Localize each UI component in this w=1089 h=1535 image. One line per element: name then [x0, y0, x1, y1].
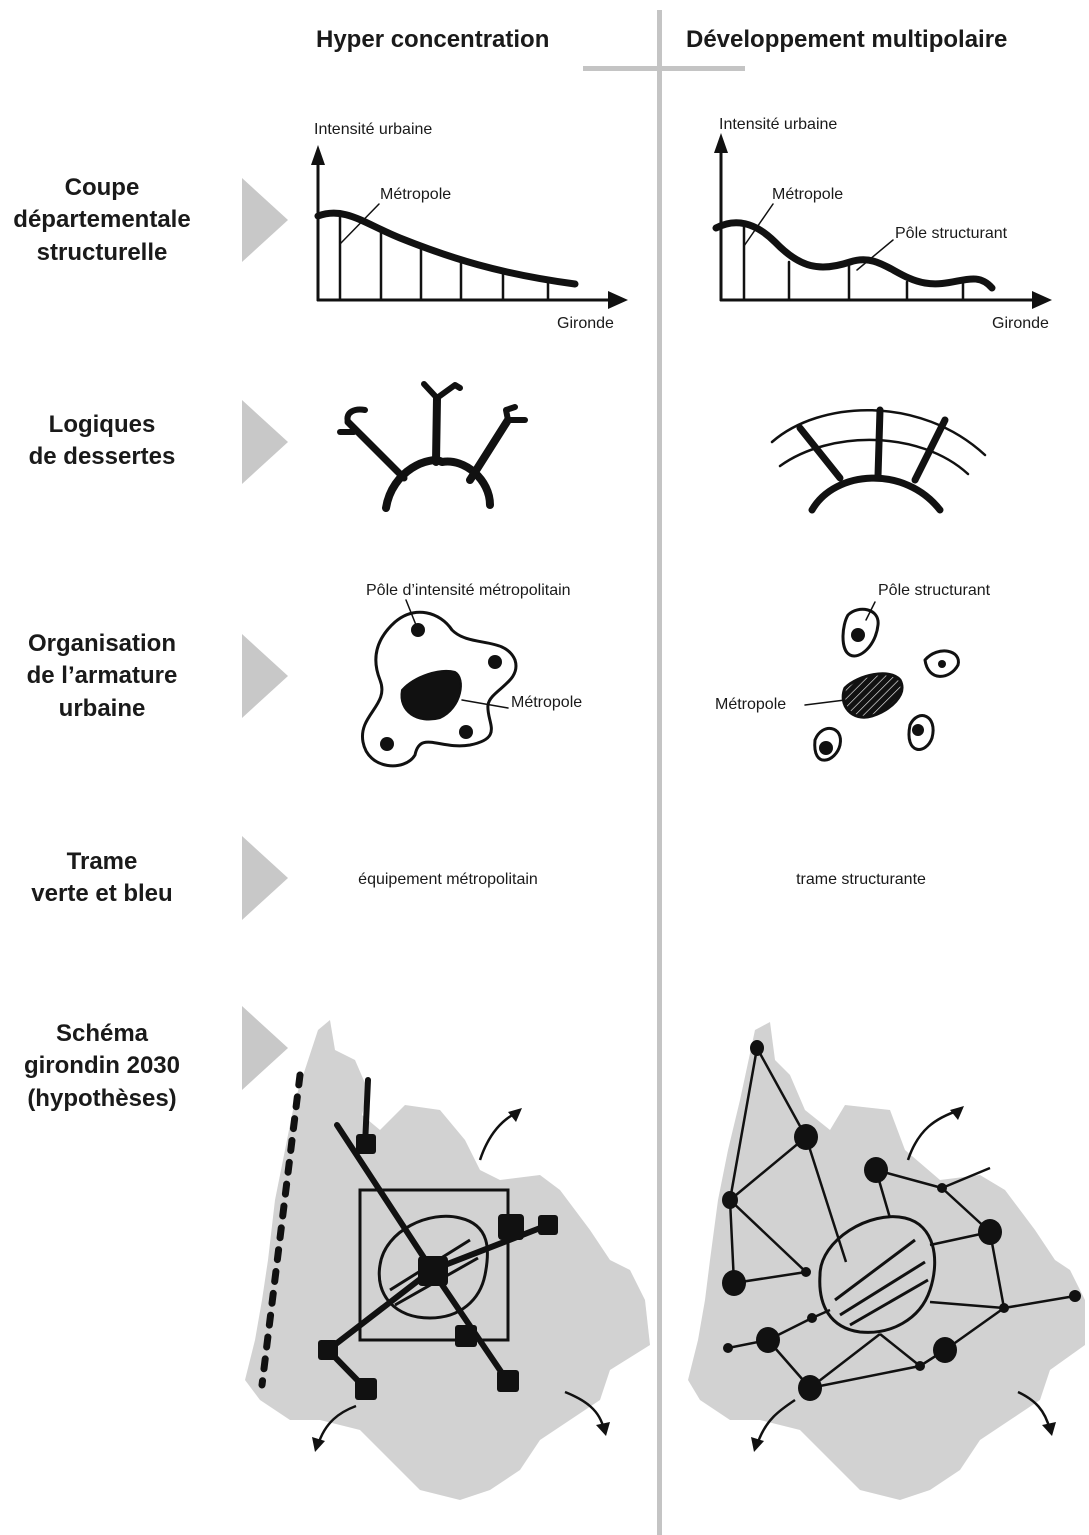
row-label-line: verte et bleu: [31, 880, 173, 908]
row-label-line: départementale: [13, 206, 191, 234]
row-label-coupe: Coupe départementale structurelle: [0, 172, 204, 269]
row-arrow-icon: [242, 1006, 288, 1090]
column-title-right: Développement multipolaire: [686, 26, 1008, 53]
row-label-line: de dessertes: [28, 443, 176, 471]
row-label-line: Schéma: [55, 1020, 149, 1047]
title-underline: [583, 66, 745, 71]
row-arrow-icon: [242, 836, 288, 920]
row-arrow-icon: [242, 178, 288, 262]
row-label-line: urbaine: [58, 694, 146, 722]
trame-right-label: trame structurante: [796, 871, 926, 888]
row-label-line: structurelle: [36, 238, 168, 266]
armature-left-pole-label: Pôle d’intensité métropolitain: [366, 582, 571, 599]
row-label-line: Logiques: [48, 411, 156, 438]
row-label-line: de l’armature: [26, 662, 178, 690]
coupe-right-yaxis-label: Intensité urbaine: [719, 116, 838, 133]
coupe-left-annotation: Métropole: [380, 186, 452, 203]
row-label-line: (hypothèses): [27, 1084, 177, 1112]
row-label-line: Organisation: [27, 630, 177, 657]
row-arrow-icon: [242, 634, 288, 718]
row-label-armature: Organisation de l’armature urbaine: [0, 628, 204, 725]
coupe-right-annotation-pole: Pôle structurant: [895, 225, 1008, 242]
row-label-trame: Trame verte et bleu: [0, 846, 204, 911]
row-arrow-icon: [242, 400, 288, 484]
trame-left-label: équipement métropolitain: [358, 871, 538, 888]
row-label-dessertes: Logiques de dessertes: [0, 409, 204, 474]
armature-right-pole-label: Pôle structurant: [878, 582, 991, 599]
coupe-left-xaxis-label: Gironde: [557, 315, 614, 332]
row-label-line: Trame: [66, 848, 138, 875]
column-title-left: Hyper concentration: [316, 26, 550, 53]
armature-left-metro-label: Métropole: [511, 694, 583, 711]
armature-right-metro-label: Métropole: [715, 696, 787, 713]
row-label-line: Coupe: [64, 174, 140, 201]
row-label-schema: Schéma girondin 2030 (hypothèses): [0, 1018, 204, 1115]
row-label-line: girondin 2030: [23, 1052, 181, 1080]
column-divider: [657, 10, 662, 1535]
coupe-right-xaxis-label: Gironde: [992, 315, 1049, 332]
coupe-right-annotation: Métropole: [772, 186, 844, 203]
coupe-left-yaxis-label: Intensité urbaine: [314, 121, 433, 138]
